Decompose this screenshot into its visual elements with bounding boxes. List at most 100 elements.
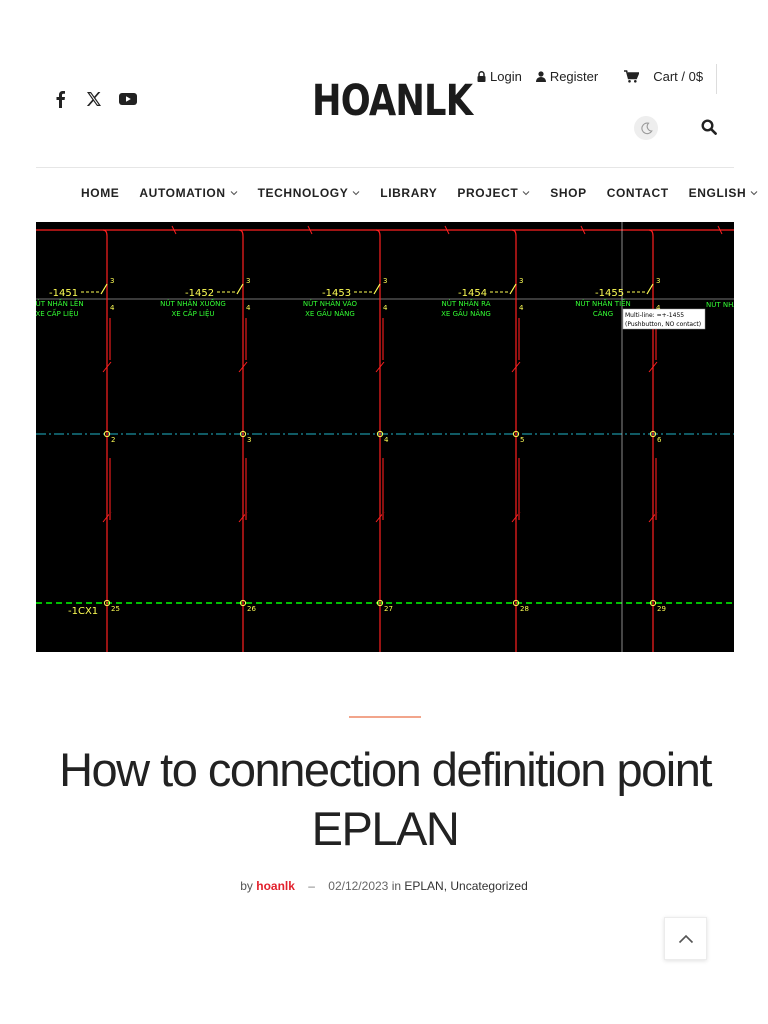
cart-label: Cart / 0$ [653, 69, 704, 84]
potential-node [649, 430, 657, 438]
nav-label: AUTOMATION [139, 186, 226, 200]
device-caption-line1: NÚT NHẤN XUỐNG [160, 298, 226, 308]
wire-break [375, 361, 385, 373]
site-logo[interactable]: HOANLK [312, 76, 473, 126]
wire-tick [171, 225, 177, 235]
terminal-top: 3 [519, 277, 523, 285]
nav-item-shop[interactable]: SHOP [550, 186, 586, 200]
cart-link[interactable]: Cart / 0$ [624, 69, 703, 84]
nav-label: PROJECT [457, 186, 519, 200]
chevron-up-icon [678, 934, 693, 943]
wire-annotation [109, 318, 111, 360]
meta-separator: – [308, 879, 315, 893]
terminal-top: 3 [246, 277, 250, 285]
device-tag: -1451 [49, 288, 78, 299]
device-tag: -1455 [595, 288, 624, 299]
device-tag: -1452 [185, 288, 214, 299]
nav-item-english[interactable]: ENGLISH [689, 186, 759, 200]
bus-node [103, 599, 111, 607]
search-button[interactable] [698, 116, 720, 138]
device-caption-line2: XE GẦU NÂNG [441, 308, 491, 318]
nav-label: LIBRARY [380, 186, 438, 200]
post-date: 02/12/2023 [328, 879, 389, 893]
account-bar: Login Register Cart / 0$ [477, 69, 703, 84]
youtube-icon[interactable] [118, 88, 138, 110]
nav-label: SHOP [550, 186, 587, 200]
back-to-top-button[interactable] [664, 917, 707, 960]
wire-break [511, 361, 521, 373]
terminal-top: 3 [383, 277, 387, 285]
cart-icon [624, 70, 640, 83]
bus-label: -1CX1 [68, 606, 98, 617]
post-meta: by hoanlk – 02/12/2023 in EPLAN, Uncateg… [0, 879, 768, 893]
nav-item-contact[interactable]: CONTACT [607, 186, 669, 200]
nav-label: TECHNOLOGY [257, 186, 349, 200]
wire-annotation [245, 318, 247, 360]
nav-item-project[interactable]: PROJECT [457, 186, 530, 200]
wire-break [238, 361, 248, 373]
category-links[interactable]: EPLAN, Uncategorized [404, 879, 528, 893]
terminal-top: 3 [656, 277, 660, 285]
nav-item-library[interactable]: LIBRARY [380, 186, 437, 200]
facebook-icon[interactable] [50, 88, 70, 110]
chevron-down-icon [522, 191, 530, 196]
nav-item-technology[interactable]: TECHNOLOGY [258, 186, 361, 200]
column-wire [511, 229, 517, 652]
dark-mode-toggle[interactable] [634, 116, 658, 140]
node-number: 2 [111, 436, 115, 444]
potential-node [239, 430, 247, 438]
device-caption-line2: XE GẦU NÂNG [305, 308, 355, 318]
social-links [50, 88, 138, 110]
chevron-down-icon [352, 191, 360, 196]
wire-annotation [655, 458, 657, 520]
chevron-down-icon [750, 191, 758, 196]
wire-annotation [245, 458, 247, 520]
register-link[interactable]: Register [535, 69, 599, 84]
nav-label: ENGLISH [688, 186, 747, 200]
bus-node-number: 28 [520, 605, 529, 613]
main-nav: HOME AUTOMATION TECHNOLOGY LIBRARY PROJE… [81, 186, 758, 200]
nav-item-automation[interactable]: AUTOMATION [139, 186, 238, 200]
nav-label: CONTACT [606, 186, 669, 200]
user-icon [535, 71, 546, 82]
bus-node-number: 25 [111, 605, 120, 613]
column-wire [102, 229, 108, 652]
tooltip-line2: (Pushbutton, NO contact) [625, 321, 701, 328]
tooltip-line1: Multi-line: =+-1455 [625, 312, 684, 319]
contact-blade [236, 283, 244, 295]
terminal-bottom: 4 [246, 304, 251, 312]
header-divider [716, 64, 717, 94]
contact-blade [100, 283, 108, 295]
wire-annotation [109, 458, 111, 520]
wire-annotation [655, 318, 657, 360]
wire-break [102, 361, 112, 373]
node-number: 5 [520, 436, 524, 444]
logo-text: HOANLK [312, 76, 473, 126]
bus-node [376, 599, 384, 607]
device-caption-line1: NÚT NHẤN TIẾN [575, 298, 631, 308]
contact-blade [509, 283, 517, 295]
in-label: in [391, 879, 402, 893]
nav-label: HOME [81, 186, 120, 200]
potential-node [103, 430, 111, 438]
potential-node [512, 430, 520, 438]
wire-annotation [382, 318, 384, 360]
register-label: Register [549, 69, 599, 84]
post-title: How to connection definition point EPLAN [59, 743, 712, 855]
terminal-bottom: 4 [110, 304, 115, 312]
nav-item-home[interactable]: HOME [81, 186, 119, 200]
bus-node [512, 599, 520, 607]
x-twitter-icon[interactable] [84, 88, 104, 110]
terminal-bottom: 4 [383, 304, 388, 312]
contact-blade [373, 283, 381, 295]
terminal-top: 3 [110, 277, 114, 285]
device-caption-line1: NÚT NHẤN LÊN [36, 298, 84, 308]
device-caption-line1: NÚT NHẤN VÀO [303, 298, 358, 308]
author-link[interactable]: hoanlk [256, 879, 295, 893]
by-label: by [240, 879, 253, 893]
wire-tick [444, 225, 450, 235]
terminal-bottom: 4 [656, 304, 661, 312]
login-link[interactable]: Login [477, 69, 522, 84]
